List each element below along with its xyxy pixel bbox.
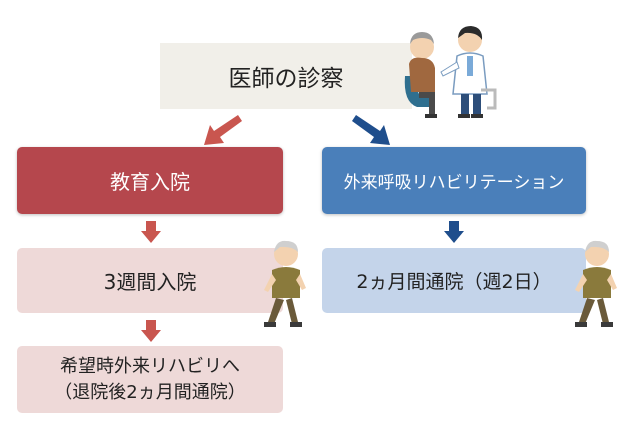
- outpatient-rehab-box: 外来呼吸リハビリテーション: [322, 147, 586, 214]
- outpatient-rehab-option-line1: 希望時外来リハビリへ: [60, 356, 240, 378]
- walking-elderly-man-illustration: [264, 240, 306, 327]
- outpatient-rehab-option-box: 希望時外来リハビリへ （退院後2ヵ月間通院）: [17, 346, 283, 413]
- consultation-label: 医師の診察: [228, 66, 344, 92]
- outpatient-rehab-option-line2: （退院後2ヵ月間通院）: [54, 381, 246, 403]
- education-admission-box: 教育入院: [17, 147, 283, 214]
- arrow-to-education: [204, 115, 242, 145]
- two-month-visit-label: 2ヵ月間通院（週2日）: [356, 271, 552, 293]
- arrow-down-right-1: [444, 221, 464, 243]
- three-week-admission-box: 3週間入院: [17, 248, 283, 313]
- three-week-admission-label: 3週間入院: [103, 270, 197, 294]
- education-admission-label: 教育入院: [110, 170, 190, 194]
- arrow-down-left-2: [141, 320, 161, 342]
- walking-elderly-man-illustration-right: [575, 240, 617, 327]
- outpatient-rehab-label: 外来呼吸リハビリテーション: [343, 173, 565, 193]
- doctor-patient-illustration: [404, 26, 497, 118]
- arrow-to-outpatient: [352, 115, 390, 145]
- two-month-visit-box: 2ヵ月間通院（週2日）: [322, 248, 586, 313]
- consultation-box: 医師の診察: [160, 43, 412, 109]
- arrow-down-left-1: [141, 221, 161, 243]
